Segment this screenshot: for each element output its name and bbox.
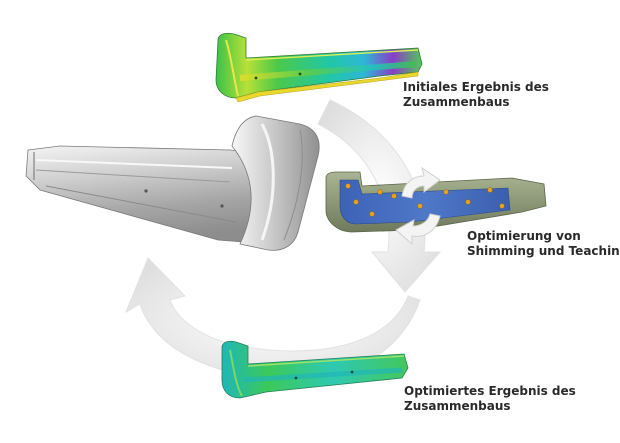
label-optimized-line-2: Zusammenbaus	[404, 399, 511, 413]
rocker-panel-initial-result	[215, 32, 423, 103]
label-optimized-result: Optimiertes Ergebnis des Zusammenbaus	[404, 384, 576, 414]
label-optimized-line-1: Optimiertes Ergebnis des	[404, 384, 576, 398]
rocker-panel-silver	[25, 115, 320, 251]
label-initial-line-1: Initiales Ergebnis des	[403, 80, 549, 94]
cycle-arrow-top	[317, 99, 442, 293]
label-initial-line-2: Zusammenbaus	[403, 95, 510, 109]
label-initial-result: Initiales Ergebnis des Zusammenbaus	[403, 80, 549, 110]
label-optimization-line-1: Optimierung von	[467, 229, 581, 243]
label-optimization-line-2: Shimming und Teaching	[467, 244, 620, 258]
rocker-panel-fixture	[325, 171, 547, 233]
rocker-panel-optimized-result	[221, 340, 409, 399]
rotate-arrows-icon	[395, 166, 441, 246]
label-optimization: Optimierung von Shimming und Teaching	[467, 229, 620, 259]
